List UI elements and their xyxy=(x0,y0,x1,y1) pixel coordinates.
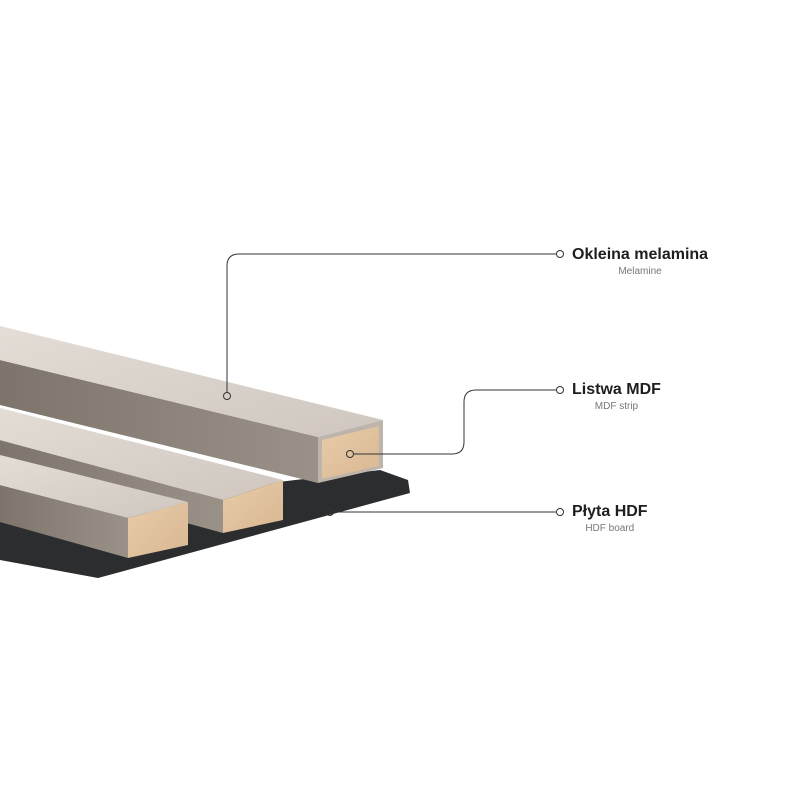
callout-subtitle: HDF board xyxy=(585,523,635,534)
callout-hdf-board: Płyta HDF HDF board xyxy=(572,503,648,534)
slat-3 xyxy=(0,455,188,558)
callout-title: Listwa MDF xyxy=(572,381,661,398)
callout-title: Okleina melamina xyxy=(572,246,709,263)
callout-mdf-strip: Listwa MDF MDF strip xyxy=(572,381,661,412)
callout-title: Płyta HDF xyxy=(572,503,648,520)
hdf-point-marker xyxy=(326,508,334,516)
mdf-core-end xyxy=(322,426,379,479)
callout-line-mdf xyxy=(354,389,556,455)
callout-line-melamine xyxy=(226,253,556,392)
melamine-point-marker xyxy=(223,392,231,400)
mdf-point-marker xyxy=(346,450,354,458)
callout-subtitle: Melamine xyxy=(618,266,662,277)
slat-1 xyxy=(0,326,383,483)
callout-subtitle: MDF strip xyxy=(594,401,639,412)
callout-melamine: Okleina melamina Melamine xyxy=(572,246,708,277)
callout-lines xyxy=(223,250,564,516)
